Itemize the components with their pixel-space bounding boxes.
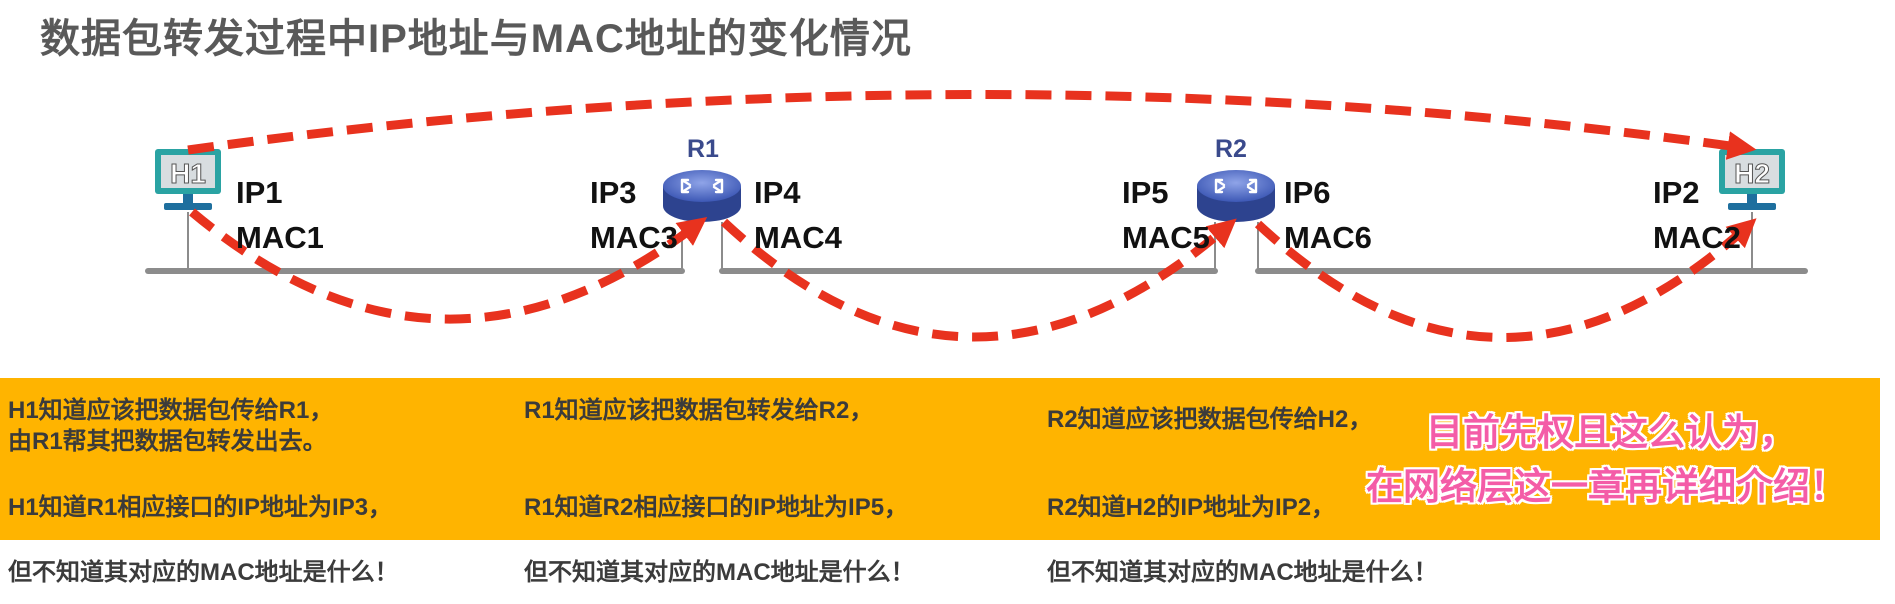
- col2-line3: R1知道R2相应接口的IP地址为IP5，: [524, 494, 909, 521]
- host-h1-label: H1: [170, 158, 206, 189]
- router-r1-icon: [663, 170, 741, 222]
- col1-line4: 但不知道其对应的MAC地址是什么！: [8, 559, 399, 586]
- arrow-r2-to-h2: [1254, 218, 1757, 342]
- r1-left-mac-label: MAC3: [590, 220, 678, 255]
- h2-ip-label: IP2: [1653, 175, 1700, 210]
- r2-right-mac-label: MAC6: [1284, 220, 1372, 255]
- col1-line2: 由R1帮其把数据包转发出去。: [8, 428, 327, 455]
- h1-mac-label: MAC1: [236, 220, 324, 255]
- r1-left-ip-label: IP3: [590, 175, 637, 210]
- arrow-h1-to-r1: [189, 208, 708, 324]
- col2-line4: 但不知道其对应的MAC地址是什么！: [524, 559, 915, 586]
- col3-line1: R2知道应该把数据包传给H2，: [1047, 406, 1373, 433]
- page-title: 数据包转发过程中IP地址与MAC地址的变化情况: [40, 17, 912, 61]
- r2-right-ip-label: IP6: [1284, 175, 1331, 210]
- col3-line3: R2知道H2的IP地址为IP2，: [1047, 494, 1336, 521]
- router-r1-name: R1: [687, 135, 719, 163]
- col3-line4: 但不知道其对应的MAC地址是什么！: [1047, 559, 1438, 586]
- router-r2-icon: [1197, 170, 1275, 222]
- host-h2-label: H2: [1734, 158, 1770, 189]
- forwarding-arrows: [187, 90, 1757, 342]
- h2-mac-label: MAC2: [1653, 220, 1741, 255]
- router-r2-name: R2: [1215, 135, 1247, 163]
- info-panel: [0, 378, 1880, 540]
- col2-line1: R1知道应该把数据包转发给R2，: [524, 397, 874, 424]
- arrow-r1-to-r2: [720, 218, 1237, 342]
- col1-line3: H1知道R1相应接口的IP地址为IP3，: [8, 494, 393, 521]
- h1-ip-label: IP1: [236, 175, 283, 210]
- host-h2-icon: H2: [1719, 149, 1785, 210]
- col1-line1: H1知道应该把数据包传给R1，: [8, 397, 334, 424]
- arrow-h1-to-h2: [187, 90, 1757, 160]
- r2-left-ip-label: IP5: [1122, 175, 1169, 210]
- host-h1-icon: H1: [155, 149, 221, 210]
- note-line2: 在网络层这一章再详细介绍！: [1366, 466, 1847, 507]
- r1-right-ip-label: IP4: [754, 175, 801, 210]
- r2-left-mac-label: MAC5: [1122, 220, 1210, 255]
- note-line1: 目前先权且这么认为，: [1426, 412, 1796, 453]
- r1-right-mac-label: MAC4: [754, 220, 842, 255]
- network-diagram: H1 H2: [145, 90, 1808, 342]
